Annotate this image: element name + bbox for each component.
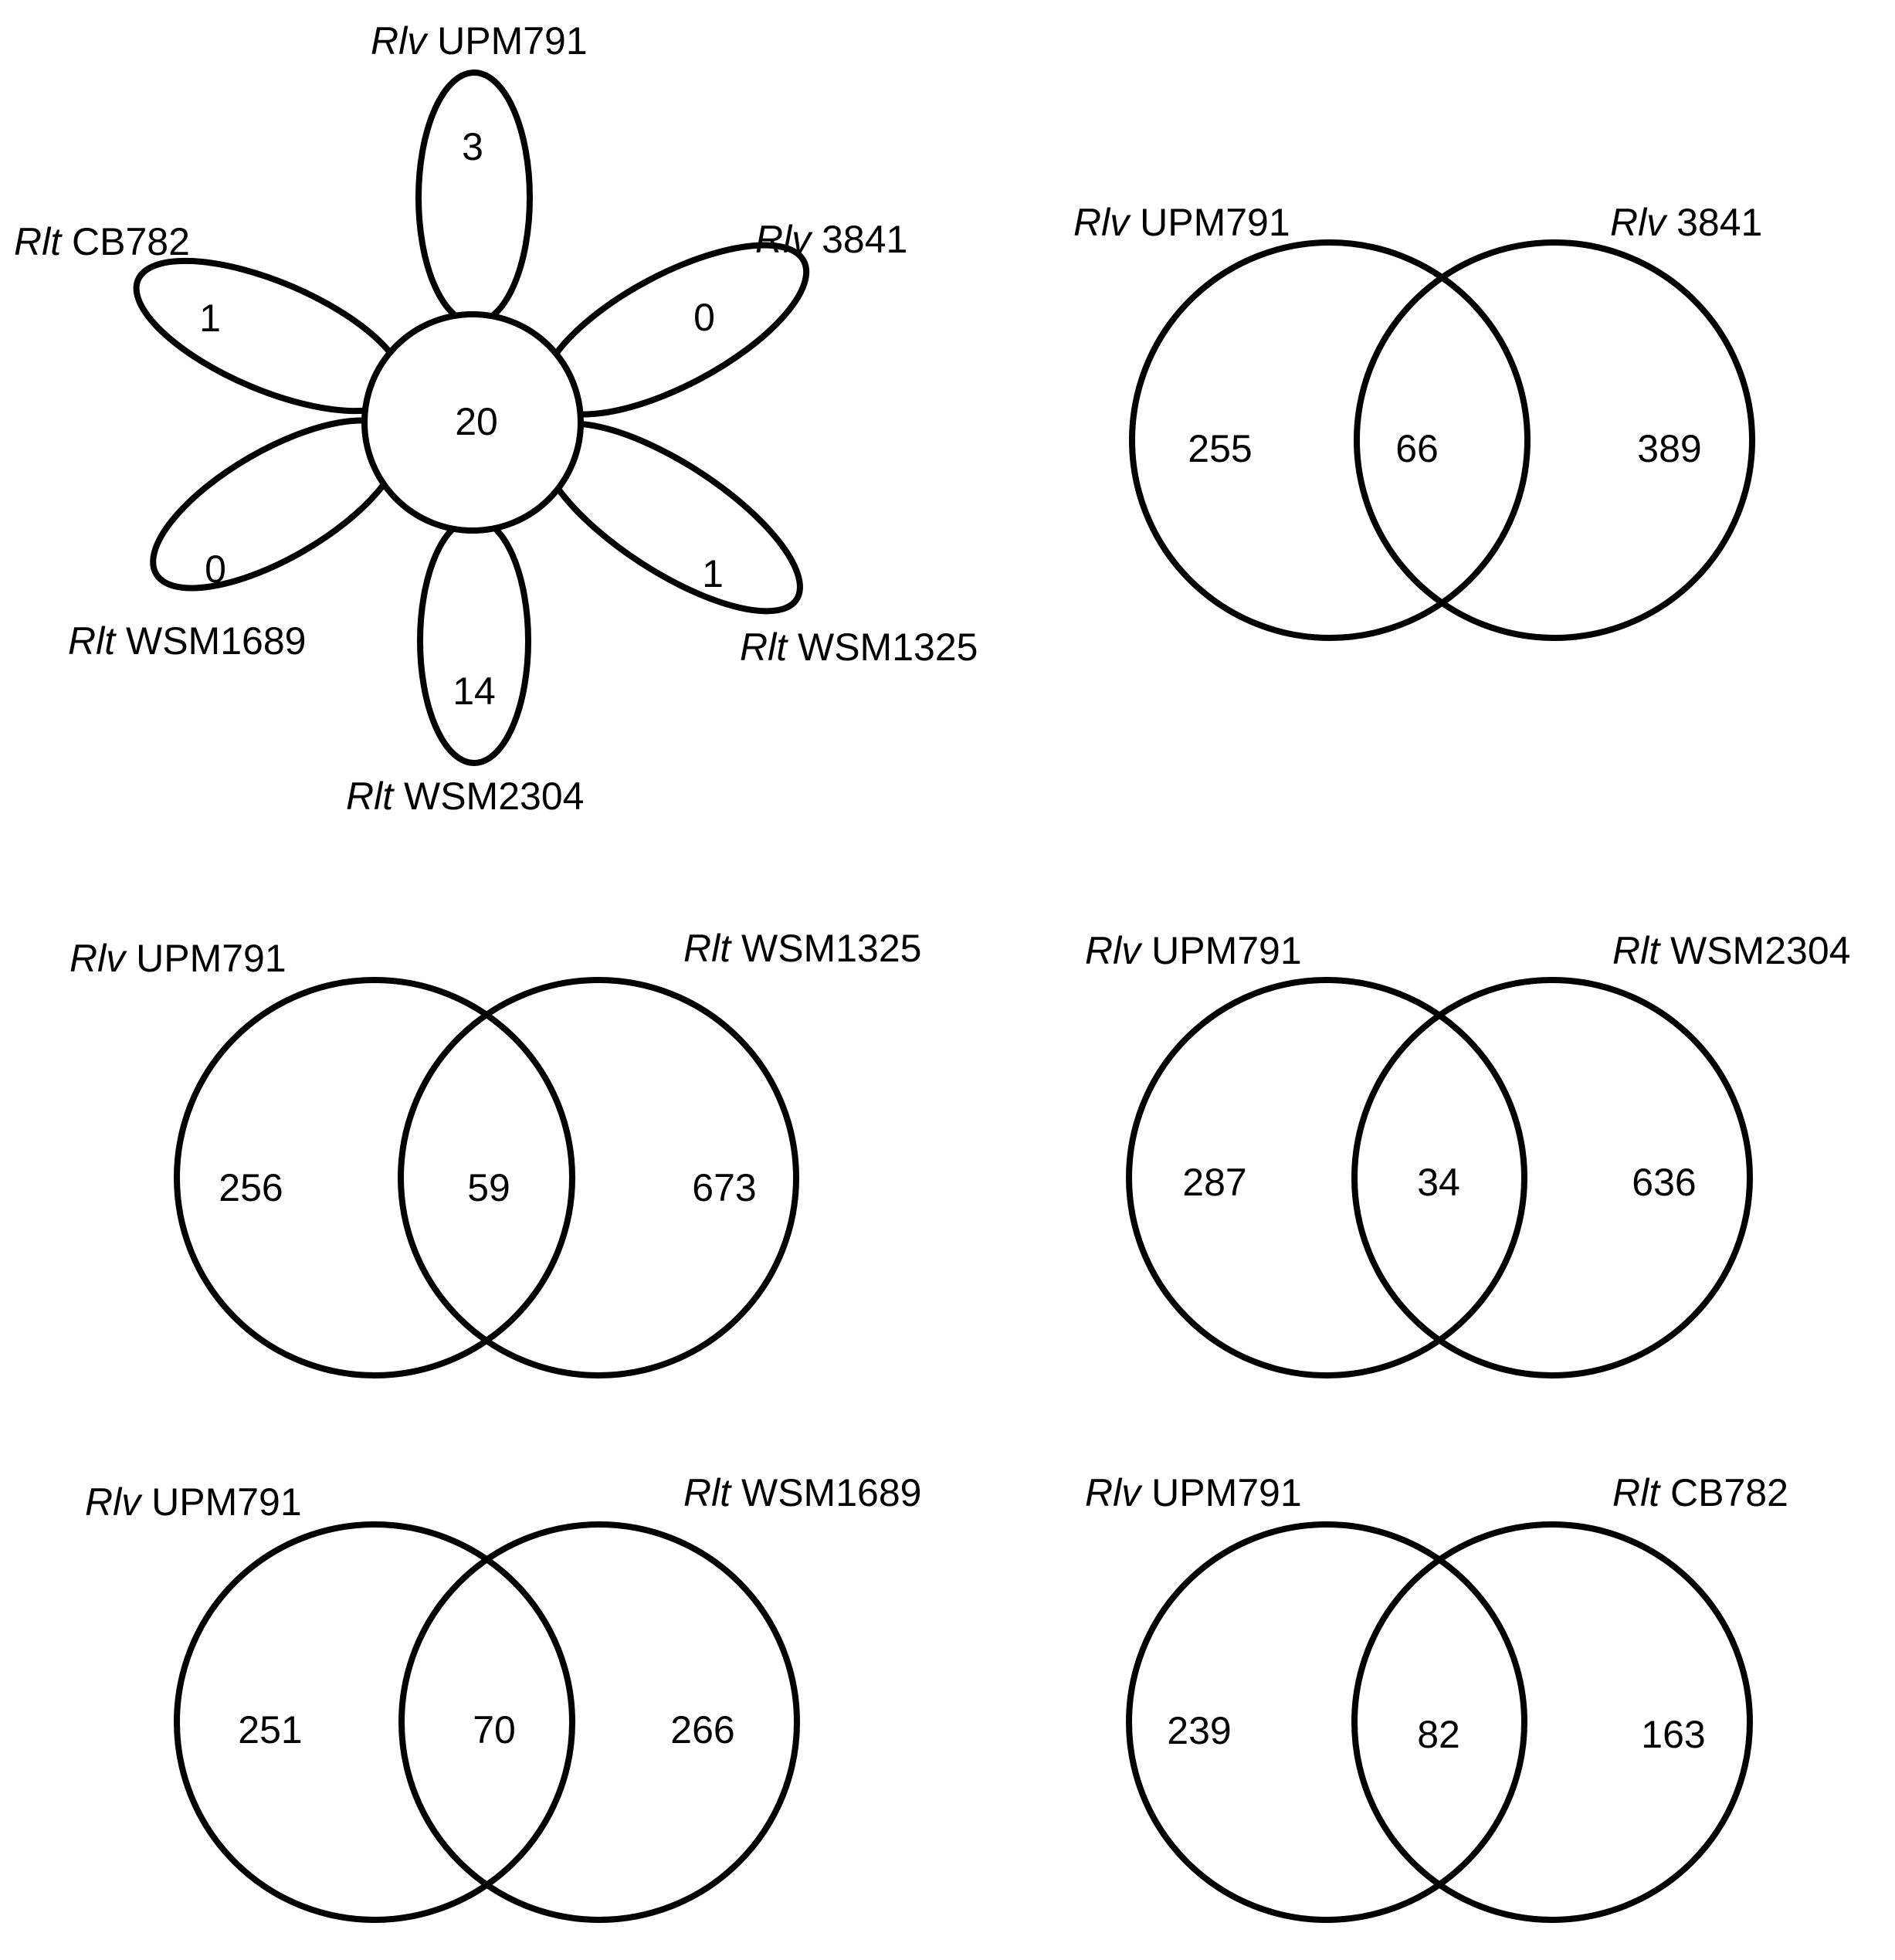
flower-diagram: 20 3 0 1 14 0 1 Rlv UPM791 Rlv 3841 Rlt … xyxy=(14,19,978,818)
petal-value-wsm1689: 0 xyxy=(205,548,226,591)
venn-shared-value: 66 xyxy=(1395,427,1439,470)
venn-right-label: Rlt CB782 xyxy=(1612,1471,1788,1514)
venn-right-only-value: 266 xyxy=(670,1708,734,1751)
venn-left-label: Rlv UPM791 xyxy=(1073,201,1290,244)
petal-label-3841: Rlv 3841 xyxy=(755,218,907,261)
venn-shared-value: 82 xyxy=(1417,1713,1460,1756)
petal-label-cb782: Rlt CB782 xyxy=(14,220,190,263)
flower-center xyxy=(361,311,584,534)
venn-right-label: Rlv 3841 xyxy=(1610,201,1762,244)
petal-value-wsm1325: 1 xyxy=(702,552,724,595)
venn-right-circle xyxy=(1351,1521,1753,1923)
venn-left-circle xyxy=(174,1521,575,1923)
venn-shared-value: 59 xyxy=(467,1166,510,1209)
flower-center-value: 20 xyxy=(455,400,498,443)
venn-left-circle xyxy=(1129,239,1531,641)
venn-left-label: Rlv UPM791 xyxy=(69,937,286,980)
venn-right-only-value: 673 xyxy=(692,1166,756,1209)
venn-left-label: Rlv UPM791 xyxy=(1085,929,1302,972)
venn-right-only-value: 636 xyxy=(1632,1161,1696,1204)
venn-right-label: Rlt WSM1325 xyxy=(683,927,921,970)
petal-label-wsm2304: Rlt WSM2304 xyxy=(346,775,584,818)
venn-upm791-wsm1325: Rlv UPM791 Rlt WSM1325 256 59 673 xyxy=(69,927,921,1378)
venn-upm791-wsm2304: Rlv UPM791 Rlt WSM2304 287 34 636 xyxy=(1085,929,1850,1378)
venn-right-circle xyxy=(398,1521,800,1923)
venn-right-only-value: 163 xyxy=(1641,1713,1705,1756)
venn-left-only-value: 251 xyxy=(238,1708,302,1751)
venn-left-label: Rlv UPM791 xyxy=(1085,1471,1302,1514)
petal-value-wsm2304: 14 xyxy=(453,670,496,713)
venn-upm791-wsm1689: Rlv UPM791 Rlt WSM1689 251 70 266 xyxy=(85,1471,921,1923)
venn-left-circle xyxy=(1126,977,1527,1378)
petal-label-wsm1689: Rlt WSM1689 xyxy=(68,619,306,663)
venn-upm791-3841: Rlv UPM791 Rlv 3841 255 66 389 xyxy=(1073,201,1762,641)
petal-value-upm791: 3 xyxy=(462,125,483,168)
petal-wsm2304 xyxy=(417,516,531,766)
venn-upm791-cb782: Rlv UPM791 Rlt CB782 239 82 163 xyxy=(1085,1471,1788,1923)
venn-left-only-value: 239 xyxy=(1167,1709,1231,1752)
petal-upm791 xyxy=(415,70,533,326)
petal-label-wsm1325: Rlt WSM1325 xyxy=(740,626,978,669)
petal-label-upm791: Rlv UPM791 xyxy=(371,19,588,63)
venn-right-circle xyxy=(398,977,799,1378)
petal-value-cb782: 1 xyxy=(199,297,221,340)
venn-right-label: Rlt WSM2304 xyxy=(1612,929,1850,972)
venn-left-label: Rlv UPM791 xyxy=(85,1480,302,1524)
venn-shared-value: 70 xyxy=(473,1708,516,1751)
venn-left-circle xyxy=(1126,1521,1527,1923)
venn-right-circle xyxy=(1351,977,1753,1378)
venn-left-only-value: 287 xyxy=(1182,1161,1246,1204)
venn-right-label: Rlt WSM1689 xyxy=(683,1471,921,1514)
venn-left-only-value: 255 xyxy=(1188,427,1252,470)
venn-left-circle xyxy=(174,977,575,1378)
venn-shared-value: 34 xyxy=(1417,1161,1460,1204)
petal-value-3841: 0 xyxy=(693,296,715,339)
venn-left-only-value: 256 xyxy=(219,1166,283,1209)
venn-right-circle xyxy=(1354,239,1755,641)
venn-right-only-value: 389 xyxy=(1637,427,1701,470)
